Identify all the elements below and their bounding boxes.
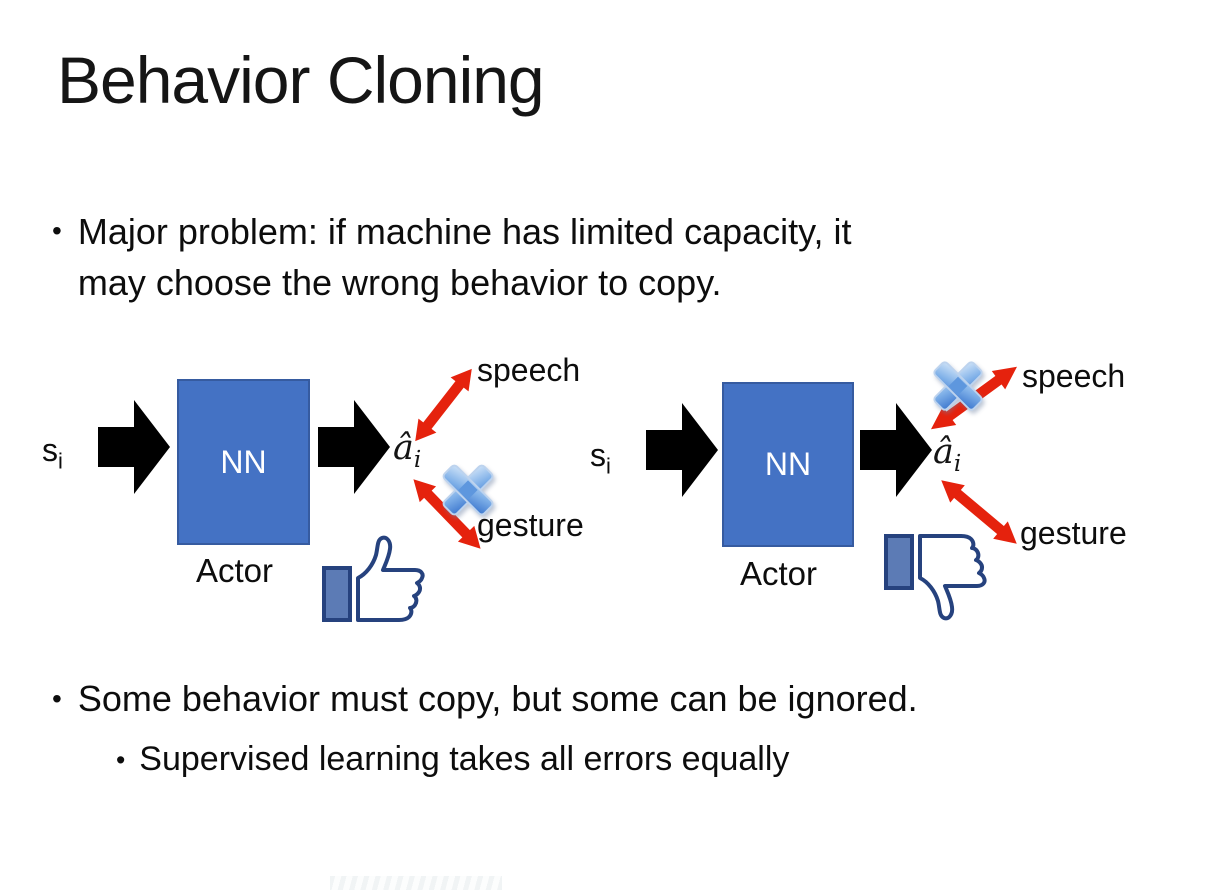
actor-label: Actor [740,555,818,592]
speech-label: speech [477,352,581,388]
bullet-supervised-learning: • Supervised learning takes all errors e… [116,740,789,779]
block-arrow-icon [318,400,390,494]
slide-title: Behavior Cloning [57,43,545,117]
actor-label: Actor [196,552,274,589]
state-input-label: si [590,437,611,479]
gesture-label: gesture [1020,515,1127,551]
thumbs-up-icon [322,535,425,622]
block-arrow-icon [646,403,718,497]
bullet-text: Some behavior must copy, but some can be… [77,678,918,719]
bottom-edge-artifact [330,876,502,890]
nn-box: NN [722,382,854,547]
bullet-text: Supervised learning takes all errors equ… [139,740,790,778]
block-arrow-icon [860,403,932,497]
nn-box: NN [177,379,310,545]
bullet-marker: • [52,215,62,247]
state-input-label: si [42,432,63,474]
action-output-label: âi [393,428,422,473]
cross-out-icon [442,464,494,516]
action-output-label: âi [933,432,962,477]
double-arrow-icon [415,368,472,442]
speech-label: speech [1022,358,1126,394]
double-arrow-icon [413,479,481,549]
cross-out-icon [933,361,983,411]
nn-box-label: NN [220,443,267,480]
bullet-line: Major problem: if machine has limited ca… [77,211,852,252]
bullet-marker: • [116,744,126,775]
bullet-text: Major problem: if machine has limited ca… [78,206,852,308]
block-arrow-icon [98,400,170,494]
bullet-marker: • [52,683,62,715]
bullet-major-problem: • Major problem: if machine has limited … [52,206,851,308]
thumbs-down-icon [884,534,987,621]
gesture-label: gesture [477,507,584,543]
bullet-some-behavior: • Some behavior must copy, but some can … [52,678,918,720]
double-arrow-icon [941,480,1017,544]
nn-box-label: NN [764,446,812,482]
bullet-line: may choose the wrong behavior to copy. [77,262,722,304]
